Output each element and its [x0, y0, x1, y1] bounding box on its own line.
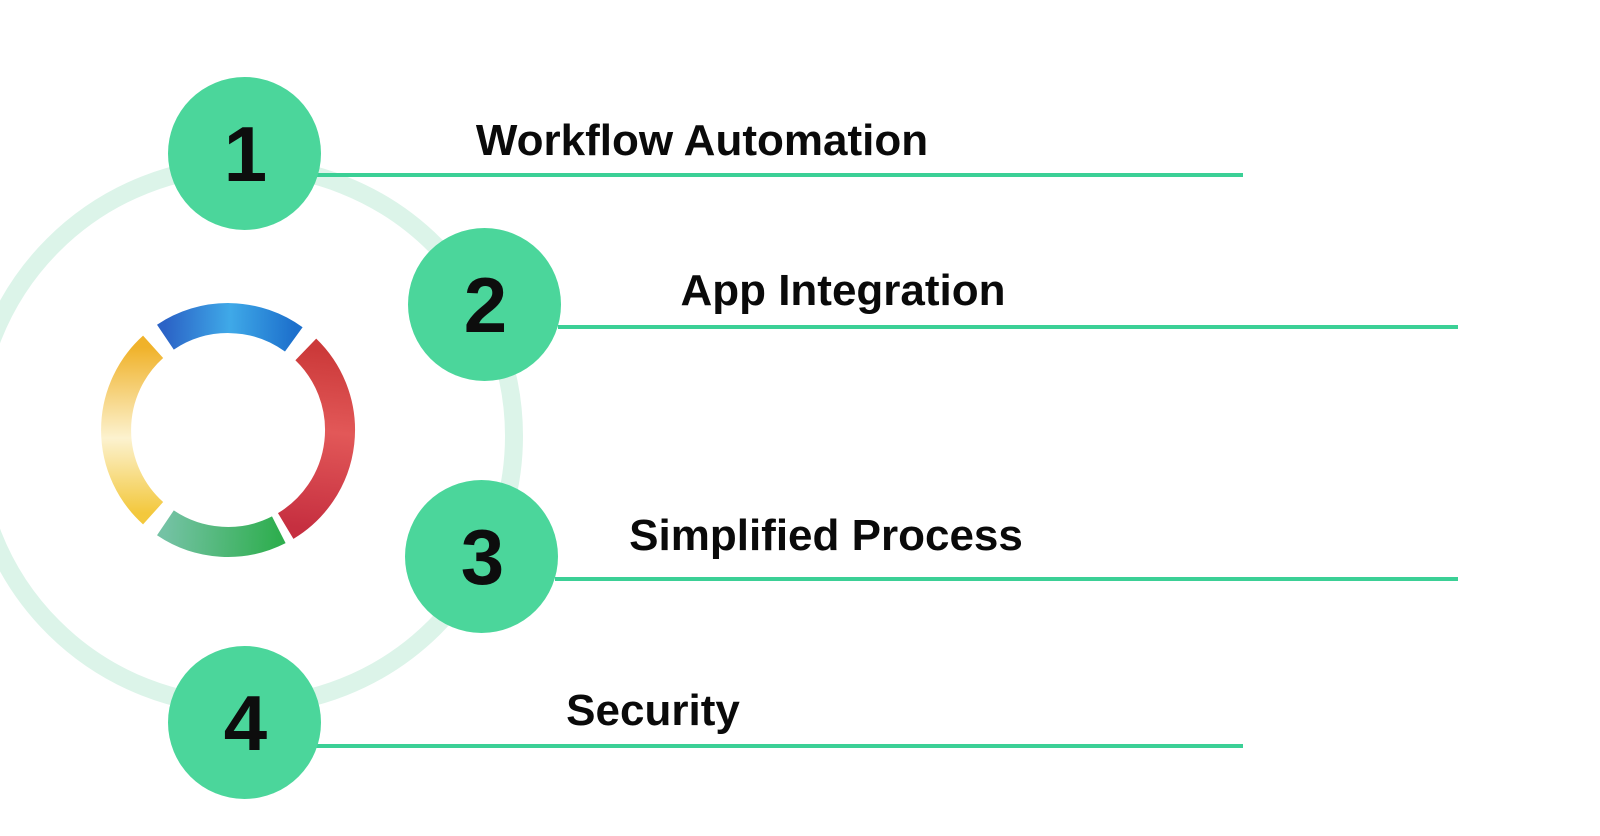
- ring-segment-blue: [157, 303, 303, 352]
- segmented-color-ring-icon: [101, 303, 355, 557]
- step-number-2: 2: [463, 260, 507, 349]
- step-node-1: 1: [168, 77, 321, 230]
- step-label-3: Simplified Process: [629, 511, 1023, 560]
- step-connector-line-2: [558, 325, 1458, 329]
- step-node-3: 3: [405, 480, 558, 633]
- step-connector-line-1: [316, 173, 1243, 177]
- step-label-2: App Integration: [680, 266, 1006, 315]
- step-number-3: 3: [460, 512, 504, 601]
- ring-segment-green: [157, 510, 286, 557]
- step-connector-line-4: [312, 744, 1243, 748]
- ring-segment-red: [277, 338, 355, 539]
- step-node-2: 2: [408, 228, 561, 381]
- step-number-1: 1: [223, 109, 267, 198]
- ring-segment-yellow: [101, 335, 164, 525]
- step-node-4: 4: [168, 646, 321, 799]
- step-number-4: 4: [223, 678, 267, 767]
- step-label-4: Security: [566, 686, 740, 735]
- step-label-1: Workflow Automation: [475, 116, 929, 165]
- step-connector-line-3: [555, 577, 1458, 581]
